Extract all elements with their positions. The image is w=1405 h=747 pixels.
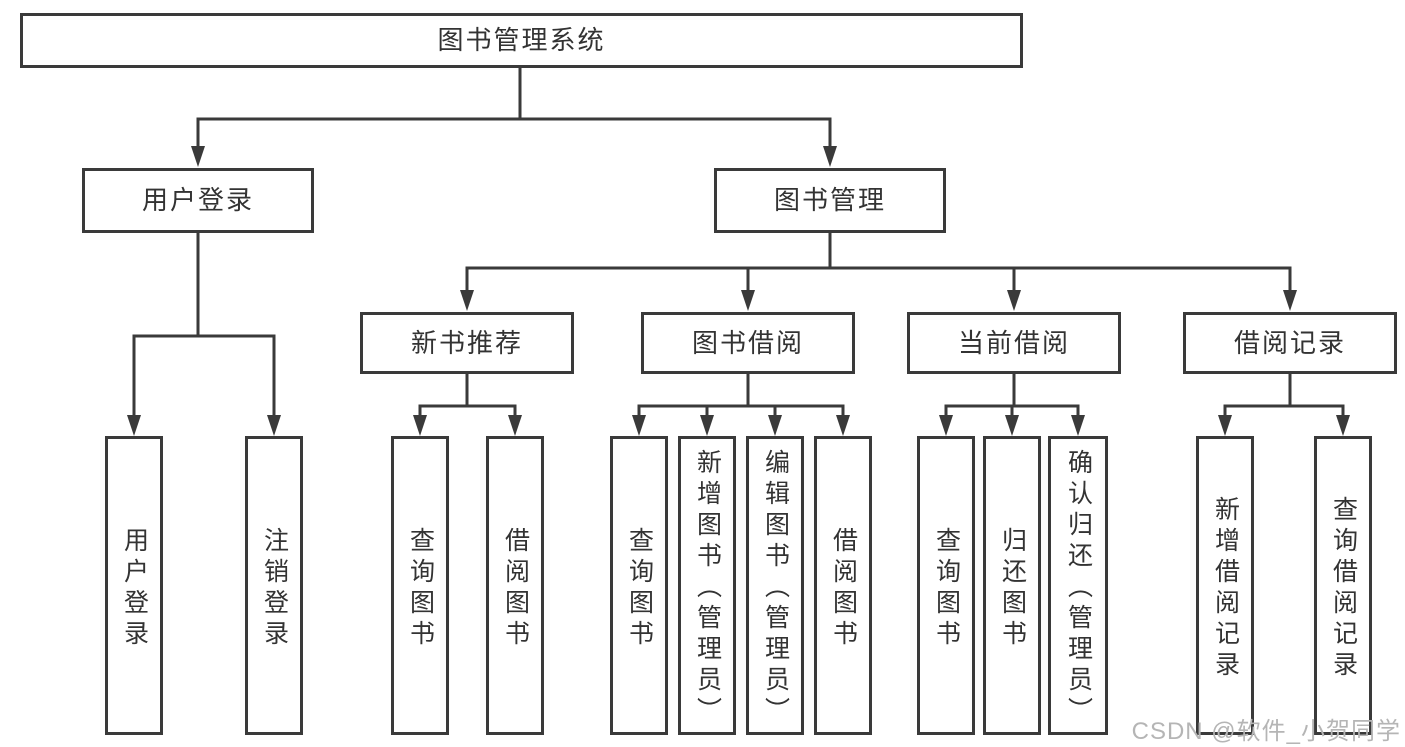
node-label: 图书管理系统 (437, 25, 606, 56)
node-label: 新书推荐 (410, 327, 523, 358)
node-borrow-record: 借阅记录 (1183, 312, 1397, 374)
node-root-system: 图书管理系统 (20, 13, 1023, 68)
node-user-login: 用户登录 (82, 168, 314, 233)
leaf-add-book-admin: 新增图书（管理员） (678, 436, 736, 735)
node-label: 图书借阅 (691, 327, 804, 358)
node-new-book-recommend: 新书推荐 (360, 312, 574, 374)
leaf-add-borrow-record: 新增借阅记录 (1196, 436, 1254, 735)
leaf-query-borrow-record: 查询借阅记录 (1314, 436, 1372, 735)
leaf-query-book-2: 查询图书 (610, 436, 668, 735)
node-label: 新增借阅记录 (1211, 495, 1240, 682)
leaf-return-book: 归还图书 (983, 436, 1041, 735)
node-label: 查询借阅记录 (1329, 495, 1358, 682)
leaf-query-book-1: 查询图书 (391, 436, 449, 735)
node-label: 确认归还（管理员） (1064, 449, 1093, 728)
node-label: 新增图书（管理员） (693, 449, 722, 728)
leaf-borrow-book-1: 借阅图书 (486, 436, 544, 735)
csdn-watermark: CSDN @软件_小贺同学 (1131, 718, 1401, 745)
leaf-confirm-return-admin: 确认归还（管理员） (1048, 436, 1108, 735)
node-label: 图书管理 (773, 185, 886, 216)
node-label: 借阅图书 (829, 526, 858, 651)
node-label: 当前借阅 (957, 327, 1070, 358)
node-label: 归还图书 (998, 526, 1027, 651)
node-label: 注销登录 (260, 526, 289, 651)
leaf-borrow-book-2: 借阅图书 (814, 436, 872, 735)
node-label: 编辑图书（管理员） (761, 449, 790, 728)
node-label: 借阅记录 (1233, 327, 1346, 358)
node-label: 查询图书 (406, 526, 435, 651)
node-book-borrow: 图书借阅 (641, 312, 855, 374)
leaf-user-login: 用户登录 (105, 436, 163, 735)
node-book-management: 图书管理 (714, 168, 946, 233)
node-label: 查询图书 (932, 526, 961, 651)
leaf-logout: 注销登录 (245, 436, 303, 735)
leaf-query-book-3: 查询图书 (917, 436, 975, 735)
node-label: 用户登录 (120, 526, 149, 651)
node-label: 用户登录 (141, 185, 254, 216)
node-current-borrow: 当前借阅 (907, 312, 1121, 374)
node-label: 查询图书 (625, 526, 654, 651)
node-label: 借阅图书 (501, 526, 530, 651)
leaf-edit-book-admin: 编辑图书（管理员） (746, 436, 804, 735)
